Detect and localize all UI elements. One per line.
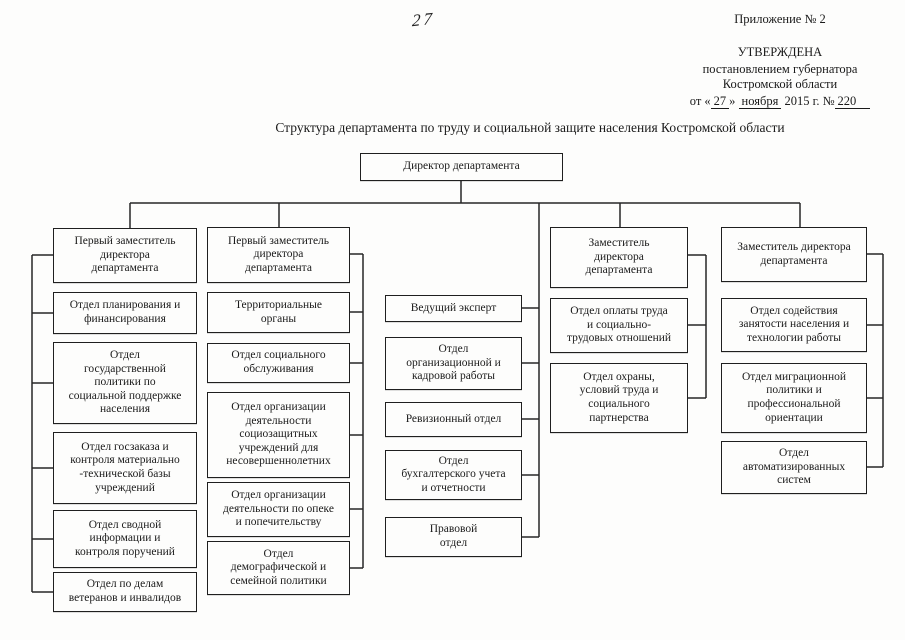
date-month: ноября (738, 94, 782, 109)
org-box-col5-item-2: Отдел автоматизированных систем (721, 441, 867, 494)
org-box-col2-item-4: Отдел демографической и семейной политик… (207, 541, 350, 595)
org-box-col2-item-2: Отдел организации деятельности социозащи… (207, 392, 350, 478)
date-day: 27 (710, 94, 730, 109)
org-box-col2-head: Первый заместитель директора департамент… (207, 227, 350, 283)
org-box-col3-item-2: Ревизионный отдел (385, 402, 522, 437)
org-box-col5-head: Заместитель директора департамента (721, 227, 867, 282)
org-box-col4-item-1: Отдел охраны, условий труда и социальног… (550, 363, 688, 433)
approval-line-2: постановлением губернатора (702, 62, 858, 76)
org-box-col4-item-0: Отдел оплаты труда и социально- трудовых… (550, 298, 688, 353)
annex-label: Приложение № 2 (734, 12, 826, 26)
org-box-col3-item-1: Отдел организационной и кадровой работы (385, 337, 522, 390)
approval-line-3: Костромской области (722, 77, 838, 91)
chart-title: Структура департамента по труду и социал… (275, 120, 785, 135)
org-box-col3-item-4: Правовой отдел (385, 517, 522, 557)
org-box-col4-head: Заместитель директора департамента (550, 227, 688, 288)
org-box-col1-item-0: Отдел планирования и финансирования (53, 292, 197, 334)
org-box-col1-item-3: Отдел сводной информации и контроля пору… (53, 510, 197, 568)
number-value: 220 (834, 94, 871, 109)
org-box-col5-item-1: Отдел миграционной политики и профессион… (721, 363, 867, 433)
org-box-col3-item-0: Ведущий эксперт (385, 295, 522, 322)
org-box-director: Директор департамента (360, 153, 563, 181)
number-sign: № (822, 94, 835, 108)
org-box-col2-item-1: Отдел социального обслуживания (207, 343, 350, 383)
org-box-col3-item-3: Отдел бухгалтерского учета и отчетности (385, 450, 522, 500)
org-box-col1-item-4: Отдел по делам ветеранов и инвалидов (53, 572, 197, 612)
org-box-col5-item-0: Отдел содействия занятости населения и т… (721, 298, 867, 352)
date-year: 2015 г. (784, 94, 820, 108)
org-box-col1-item-1: Отдел государственной политики по социал… (53, 342, 197, 424)
approval-block: Приложение № 2 УТВЕРЖДЕНА постановлением… (655, 12, 905, 109)
org-box-col2-item-3: Отдел организации деятельности по опеке … (207, 482, 350, 537)
org-box-col1-head: Первый заместитель директора департамент… (53, 228, 197, 283)
approval-line-1: УТВЕРЖДЕНА (737, 45, 823, 59)
org-box-col2-item-0: Территориальные органы (207, 292, 350, 333)
org-box-col1-item-2: Отдел госзаказа и контроля материально -… (53, 432, 197, 504)
date-prefix: от « (689, 94, 711, 108)
date-quote-close: » (729, 94, 736, 108)
